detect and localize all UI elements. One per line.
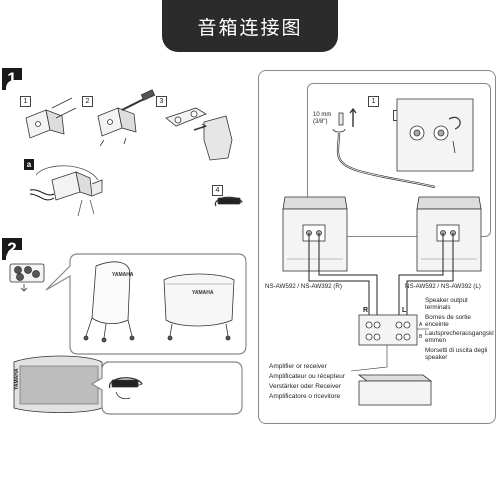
- step-1-illustrations: [25, 89, 243, 217]
- svg-text:YAMAHA: YAMAHA: [192, 290, 214, 296]
- terminal-label-fr: Bornes de sortie enceinte: [425, 313, 471, 328]
- terminal-label-de: Lautsprecherausgangskl emmen: [425, 330, 494, 345]
- terminal-callout: [307, 83, 491, 237]
- terminal-a-label: A: [419, 322, 423, 328]
- terminal-plate-illustration: [396, 98, 474, 172]
- wire-strip-illustration: [332, 107, 436, 189]
- step-2-panel: 2 YAMAHA YAMAHA: [6, 250, 250, 420]
- step-3-panel: 1 2 3 4 10 mm (3/8") + −: [258, 70, 496, 424]
- terminal-b-label: B: [419, 334, 423, 340]
- channel-l-label: L: [402, 307, 407, 314]
- amp-label-en: Amplifier or receiver: [269, 363, 327, 370]
- speaker-mount-illustration: [165, 107, 233, 161]
- step-3-sub-1: 1: [368, 96, 379, 107]
- terminal-label-en: Speaker output terminals: [425, 297, 468, 312]
- speaker-flat-illustration: YAMAHA: [163, 273, 235, 341]
- amp-label-it: Amplificatore o ricevitore: [269, 393, 341, 400]
- bracket-1-illustration: [25, 97, 77, 139]
- speaker-tilted-illustration: YAMAHA: [83, 261, 135, 343]
- amp-label-fr: Amplificateur ou récepteur: [269, 373, 345, 380]
- speaker-l-label: NS-AW592 / NS-AW392 (L): [405, 283, 481, 290]
- speaker-r-label: NS-AW592 / NS-AW392 (R): [265, 283, 342, 290]
- page-header: 音箱连接图: [162, 0, 338, 52]
- speaker-horizontal-illustration: YAMAHA: [13, 355, 103, 413]
- amplifier-labels: Amplifier or receiver Amplificateur ou r…: [269, 362, 345, 402]
- step-2-illustrations: YAMAHA YAMAHA YAMAHA: [9, 253, 247, 415]
- inset-a-illustration: [29, 165, 103, 217]
- speaker-r-illustration: [282, 196, 348, 272]
- speaker-wires: [308, 233, 454, 319]
- speaker-l-illustration: [416, 196, 482, 272]
- terminal-label-it: Morsetti di uscita degli speaker: [425, 346, 488, 362]
- inset-a-label: a: [24, 159, 34, 170]
- channel-r-label: R: [363, 307, 369, 314]
- rubber-feet-illustration: [9, 263, 45, 292]
- step-1-sub-4: 4: [212, 185, 223, 196]
- svg-text:YAMAHA: YAMAHA: [14, 368, 20, 390]
- step-1-sub-1: 1: [20, 96, 31, 107]
- page-title: 音箱连接图: [197, 16, 303, 39]
- svg-text:YAMAHA: YAMAHA: [112, 272, 134, 278]
- rotation-knob-illustration: [214, 196, 243, 207]
- amp-terminal-strip: [358, 314, 418, 346]
- pointer-lines: [350, 328, 429, 372]
- step-1-sub-2: 2: [82, 96, 93, 107]
- step-1-sub-3: 3: [156, 96, 167, 107]
- callout-box-2: [90, 361, 243, 415]
- bracket-2-illustration: [97, 89, 156, 147]
- amplifier-illustration: [357, 374, 433, 406]
- rotation-knob-2-illustration: [108, 377, 143, 400]
- strip-length-label: 10 mm (3/8"): [313, 112, 332, 125]
- step-3-illustrations: [282, 98, 482, 406]
- terminal-labels: Speaker output terminals Bornes de sorti…: [425, 297, 495, 361]
- amp-label-de: Verstärker oder Receiver: [269, 383, 341, 390]
- step-1-panel: 1 2 3 4 a: [6, 80, 250, 230]
